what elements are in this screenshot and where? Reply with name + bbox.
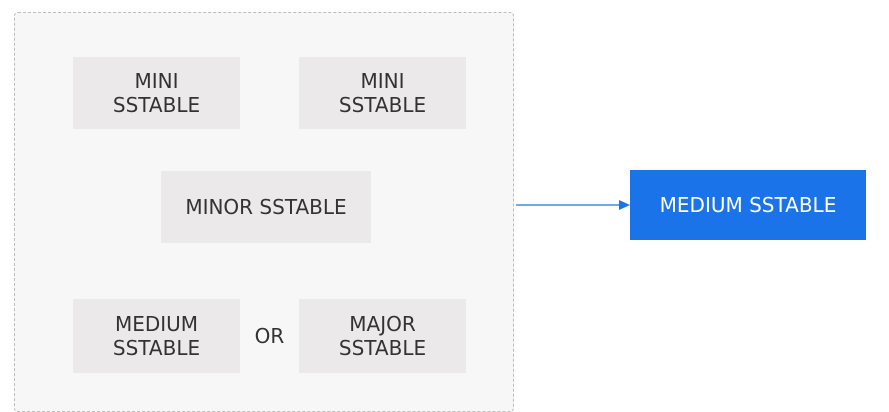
or-separator: OR: [240, 299, 299, 373]
medium-sstable-source-box: MEDIUM SSTABLE: [73, 299, 240, 373]
minor-sstable-label: MINOR SSTABLE: [185, 195, 347, 219]
major-sstable-box: MAJOR SSTABLE: [299, 299, 466, 373]
mini-sstable-label-2: MINI SSTABLE: [338, 69, 427, 117]
medium-sstable-target-label: MEDIUM SSTABLE: [659, 193, 837, 217]
medium-sstable-source-label: MEDIUM SSTABLE: [112, 312, 201, 360]
minor-sstable-box: MINOR SSTABLE: [161, 171, 371, 243]
mini-sstable-box-2: MINI SSTABLE: [299, 57, 466, 129]
merge-arrow-head: [619, 200, 630, 210]
or-label: OR: [254, 324, 285, 348]
mini-sstable-label-1: MINI SSTABLE: [112, 69, 201, 117]
mini-sstable-box-1: MINI SSTABLE: [73, 57, 240, 129]
major-sstable-label: MAJOR SSTABLE: [338, 312, 427, 360]
source-group-container: MINI SSTABLE MINI SSTABLE MINOR SSTABLE …: [14, 12, 514, 412]
medium-sstable-target-box: MEDIUM SSTABLE: [630, 170, 866, 240]
